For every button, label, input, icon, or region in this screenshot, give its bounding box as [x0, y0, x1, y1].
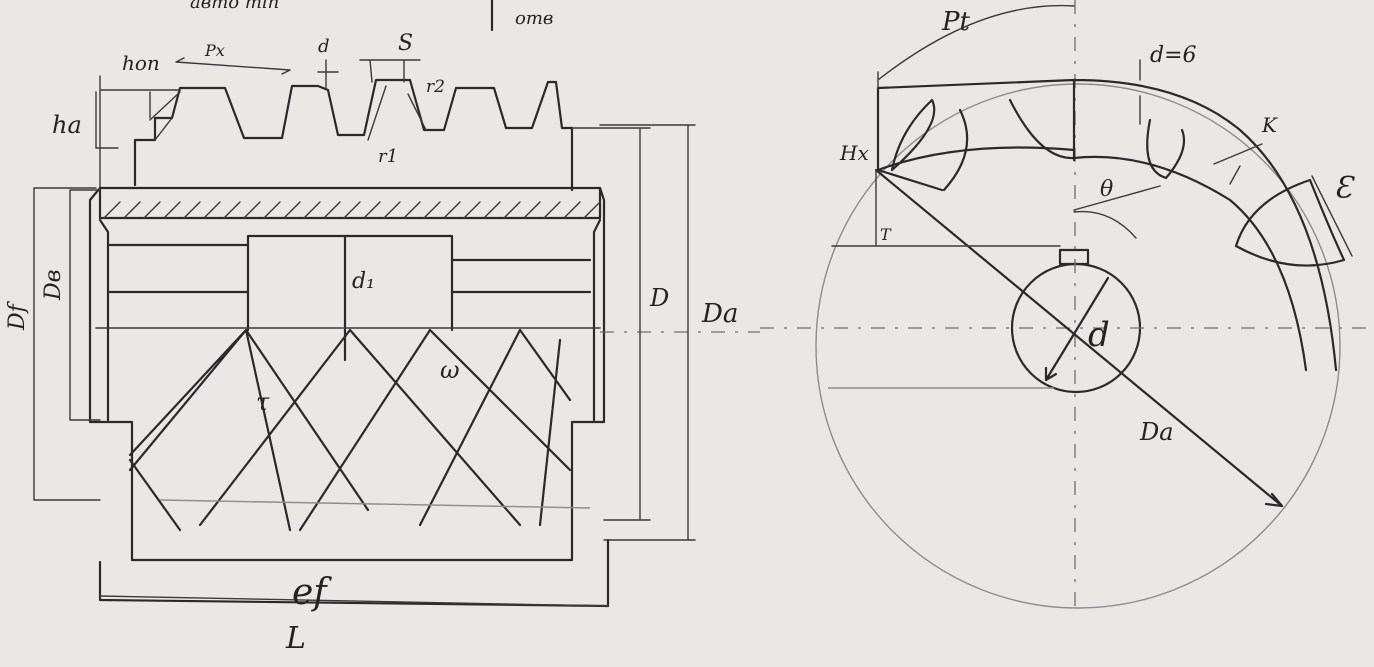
flute-1	[890, 98, 969, 192]
label-r2: r2	[426, 77, 445, 97]
diagonal-da	[874, 168, 1284, 508]
dim-s	[359, 59, 421, 83]
dim-epsilon	[1311, 175, 1353, 257]
label-delta: d	[318, 36, 330, 57]
label-h-op: hоп	[122, 51, 160, 75]
body-outline	[88, 186, 606, 562]
dim-ef	[99, 595, 609, 607]
dim-theta	[1073, 185, 1161, 239]
dim-hop	[99, 75, 181, 191]
keyway	[1058, 248, 1090, 266]
label-k: K	[1261, 113, 1278, 137]
label-p-x: Рх	[204, 41, 225, 60]
outer-circle	[815, 83, 1341, 609]
dim-delta	[317, 59, 339, 89]
dim-hx	[831, 169, 1061, 247]
dim-db	[69, 189, 101, 421]
hub	[108, 234, 592, 362]
flute-3	[1146, 118, 1186, 180]
label-e-f: ef	[292, 572, 332, 613]
label-r1: r1	[378, 146, 398, 167]
label-d-f: Df	[5, 300, 30, 331]
dim-r1	[367, 85, 427, 141]
label-h-a: hа	[52, 111, 82, 139]
bore-diameter	[1044, 276, 1110, 382]
label-omega: ω	[440, 356, 460, 384]
dim-da	[599, 124, 696, 541]
label-l: L	[285, 621, 306, 656]
left-view-labels: hоп Рх d S r2 r1 hа Dв Df d₁ τ ω D Da ef…	[5, 31, 738, 656]
bottom-helix-line	[159, 499, 591, 509]
label-d-outer: D	[649, 284, 669, 312]
label-tau: τ	[256, 388, 270, 416]
helix-lines	[128, 328, 572, 532]
flute-band	[98, 186, 602, 220]
body-lower-edge	[98, 538, 610, 608]
dim-df	[33, 187, 101, 501]
top-note-extra: отв	[515, 8, 553, 29]
flute-2	[1008, 98, 1076, 160]
body-inner-edge	[98, 218, 602, 422]
label-d-a: Da	[701, 299, 738, 329]
label-p-t: Pt	[941, 7, 970, 37]
flute-hatch	[103, 201, 601, 219]
label-s: S	[398, 31, 413, 56]
dim-ha	[95, 91, 119, 149]
label-epsilon: Ɛ	[1334, 171, 1355, 206]
right-view-labels: Pt d=6 Hx T K θ Ɛ d Da	[839, 7, 1355, 446]
dim-px	[175, 57, 291, 75]
label-delta-6: d=6	[1150, 43, 1197, 68]
top-note-text: авто min	[190, 0, 279, 13]
label-d-a-right: Da	[1139, 418, 1174, 446]
label-d1: d₁	[352, 269, 375, 294]
label-t: T	[880, 225, 892, 244]
label-theta: θ	[1100, 177, 1113, 202]
flute-4	[1234, 178, 1346, 267]
center-lines	[760, 0, 1374, 610]
dim-d-outer	[571, 127, 651, 521]
tooth-chamfer	[149, 91, 181, 141]
label-d: d	[1088, 315, 1110, 355]
tooth-ring	[876, 78, 1338, 372]
dim-k	[1213, 143, 1263, 185]
top-note: авто min отв	[190, 0, 553, 32]
dim-pt	[877, 4, 1075, 89]
left-view	[33, 57, 760, 608]
label-d-b: Dв	[41, 270, 66, 301]
label-h-x: Hx	[839, 141, 869, 165]
right-view	[760, 0, 1374, 610]
tooth-profile	[133, 78, 574, 192]
